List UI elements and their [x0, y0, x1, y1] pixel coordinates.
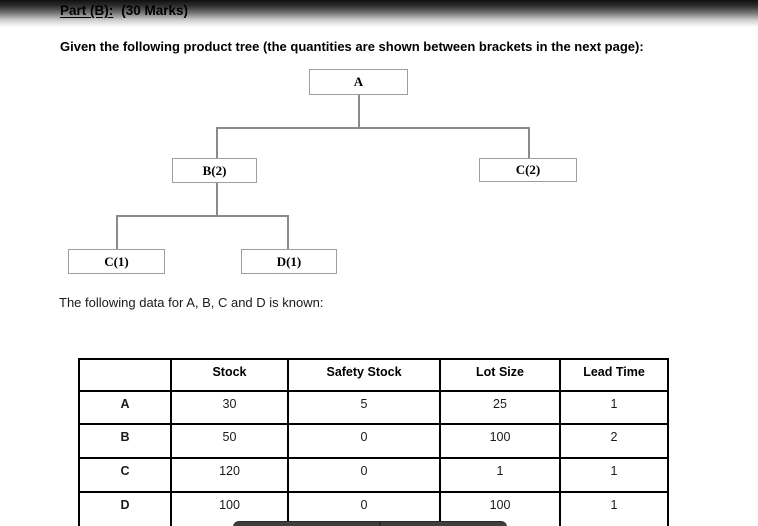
cell-safety-stock: 0	[287, 423, 441, 459]
data-intro-text: The following data for A, B, C and D is …	[59, 295, 324, 310]
cell-lot-size: 100	[439, 491, 561, 526]
cell-lead-time: 2	[559, 423, 669, 459]
header-safety-stock: Safety Stock	[287, 358, 441, 392]
cell-item: C	[78, 457, 172, 493]
cell-lot-size: 100	[439, 423, 561, 459]
cell-item: B	[78, 423, 172, 459]
cell-safety-stock: 5	[287, 390, 441, 425]
cell-lead-time: 1	[559, 390, 669, 425]
tree-node-d1: D(1)	[241, 249, 337, 274]
header-lead-time: Lead Time	[559, 358, 669, 392]
cell-lead-time: 1	[559, 491, 669, 526]
part-heading: Part (B): (30 Marks)	[60, 3, 188, 18]
header-lot-size: Lot Size	[439, 358, 561, 392]
tree-connector-level2	[116, 215, 289, 217]
cell-safety-stock: 0	[287, 457, 441, 493]
tree-connector-d1-riser	[287, 215, 289, 250]
table-row: A 30 5 25 1	[78, 390, 669, 425]
table-header-row: Stock Safety Stock Lot Size Lead Time	[78, 358, 669, 392]
tree-node-b: B(2)	[172, 158, 257, 183]
cell-item: D	[78, 491, 172, 526]
tree-connector-level1	[216, 127, 530, 129]
cell-stock: 50	[170, 423, 289, 459]
tree-node-c1: C(1)	[68, 249, 165, 274]
intro-text: Given the following product tree (the qu…	[60, 39, 644, 54]
cell-stock: 120	[170, 457, 289, 493]
table-row: C 120 0 1 1	[78, 457, 669, 493]
bottom-floating-toolbar[interactable]	[233, 521, 507, 526]
bottom-toolbar-divider	[379, 522, 381, 526]
tree-node-c2: C(2)	[479, 158, 577, 182]
part-heading-title: Part (B):	[60, 3, 114, 18]
tree-connector-c2-riser	[528, 127, 530, 159]
tree-connector-b-riser	[216, 127, 218, 159]
header-item	[78, 358, 172, 392]
header-stock: Stock	[170, 358, 289, 392]
cell-item: A	[78, 390, 172, 425]
tree-connector-c1-riser	[116, 215, 118, 250]
table-row: D 100 0 100 1	[78, 491, 669, 526]
table-row: B 50 0 100 2	[78, 423, 669, 459]
tree-connector-b-drop	[216, 183, 218, 216]
cell-stock: 100	[170, 491, 289, 526]
part-heading-marks: (30 Marks)	[121, 3, 189, 18]
cell-stock: 30	[170, 390, 289, 425]
cell-lot-size: 1	[439, 457, 561, 493]
tree-node-a: A	[309, 69, 408, 95]
scanned-page-top-shadow	[0, 0, 758, 27]
cell-safety-stock: 0	[287, 491, 441, 526]
tree-connector-a-drop	[358, 95, 360, 128]
cell-lead-time: 1	[559, 457, 669, 493]
items-data-table: Stock Safety Stock Lot Size Lead Time A …	[78, 358, 669, 526]
cell-lot-size: 25	[439, 390, 561, 425]
